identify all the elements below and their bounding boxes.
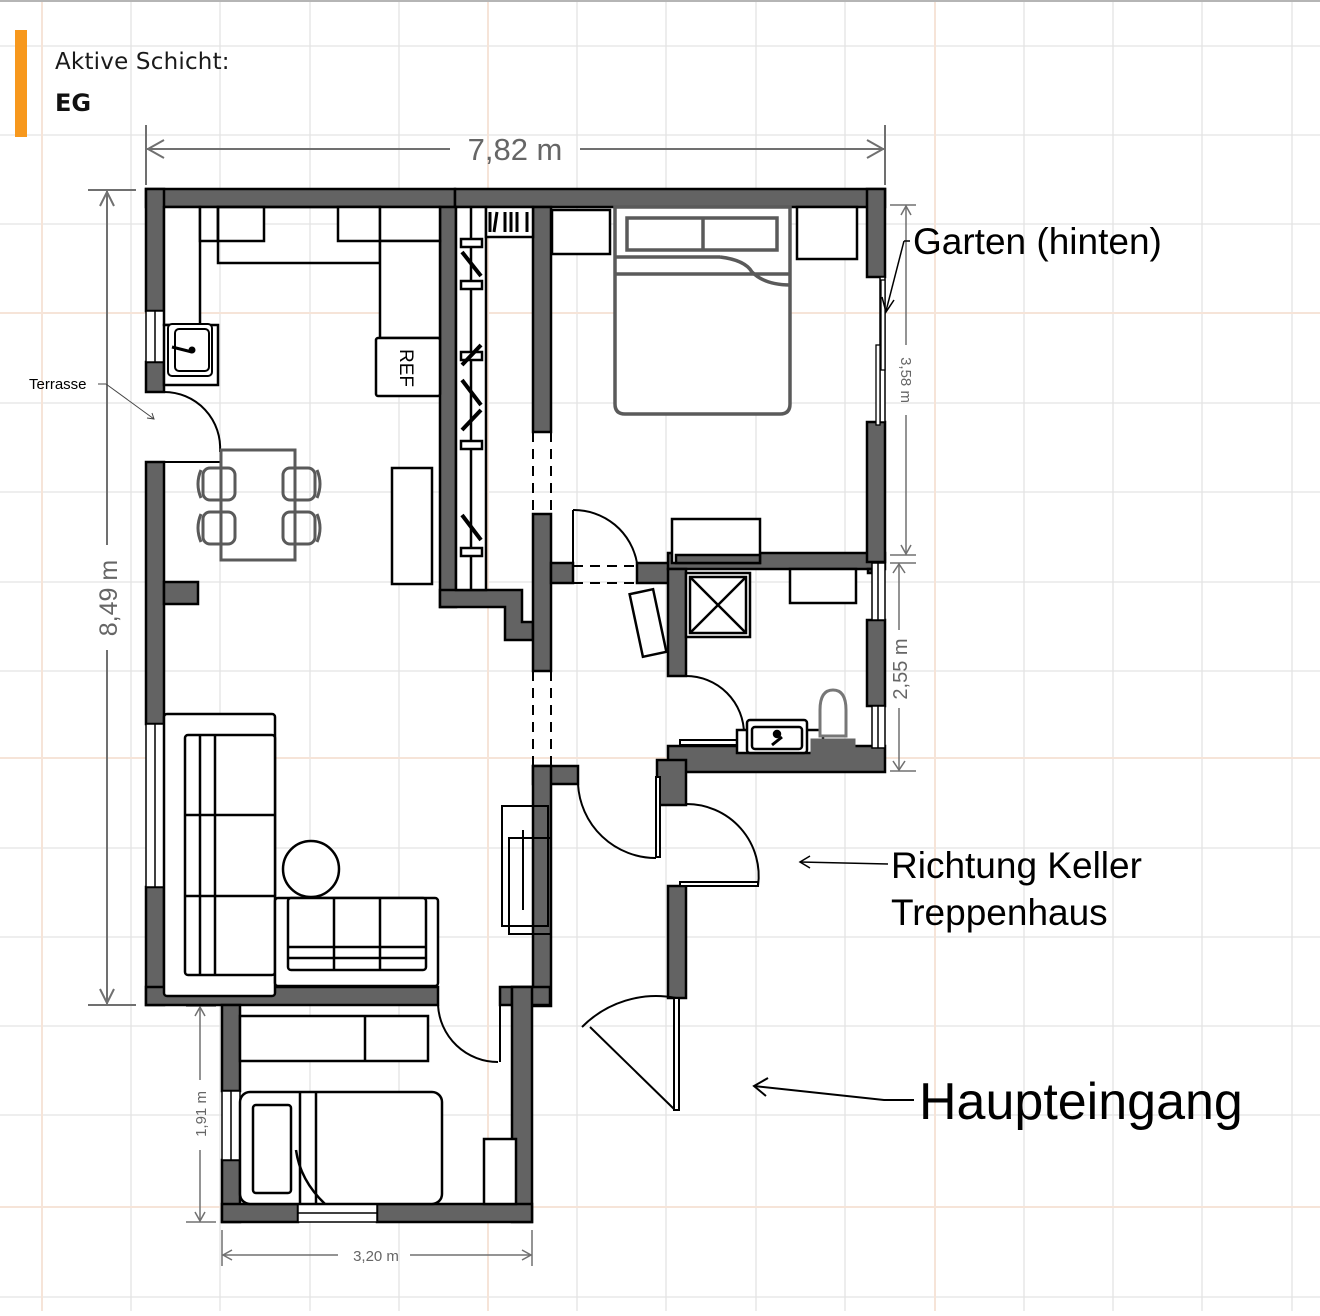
dimension-bathroom-height <box>890 562 916 772</box>
dimension-small-room-height-label: 1,91 m <box>193 1091 210 1137</box>
dimension-total-width <box>145 125 886 185</box>
bath-sink <box>735 718 825 755</box>
terrace-label: Terrasse <box>29 376 87 393</box>
sideboard <box>390 466 434 586</box>
passage-openings <box>532 432 637 766</box>
dimension-small-room-width-label: 3,20 m <box>353 1248 399 1265</box>
cellar-label-line2: Treppenhaus <box>891 892 1108 933</box>
terrace-annotation: Terrasse <box>29 376 155 420</box>
fridge-label: REF <box>395 349 416 387</box>
wardrobe <box>454 205 535 592</box>
garden-sliding-door[interactable] <box>875 279 886 426</box>
top-border <box>0 0 1320 2</box>
dimension-small-room-width <box>221 1230 533 1266</box>
dining-table <box>196 448 322 562</box>
dimension-bedroom-height <box>890 204 916 556</box>
active-layer-value[interactable]: EG <box>55 89 92 117</box>
bath-cabinet <box>788 567 858 605</box>
doors[interactable] <box>163 390 760 1111</box>
dimension-total-height-label: 8,49 m <box>95 560 123 636</box>
cellar-label-line1: Richtung Keller <box>891 845 1142 886</box>
active-layer-label: Aktive Schicht: <box>55 49 230 75</box>
main-entrance-label: Haupteingang <box>919 1073 1243 1131</box>
dimension-total-height <box>88 189 136 1006</box>
shower <box>684 571 752 639</box>
toilet <box>810 688 856 756</box>
cellar-annotation: Richtung Keller Treppenhaus <box>798 845 1142 933</box>
tv-unit <box>501 805 552 935</box>
side-table <box>281 839 341 899</box>
dimension-bedroom-height-label: 3,58 m <box>897 357 914 403</box>
double-bed <box>613 205 792 416</box>
small-room-furniture <box>238 1014 518 1206</box>
main-entrance-annotation: Haupteingang <box>752 1073 1243 1131</box>
hallway-bench <box>628 587 668 659</box>
bedroom-furniture <box>550 205 859 565</box>
dimension-total-width-label: 7,82 m <box>468 132 563 167</box>
windows <box>145 276 886 1223</box>
garden-label: Garten (hinten) <box>913 221 1162 262</box>
layer-indicator-bar <box>15 30 27 137</box>
garden-annotation: Garten (hinten) <box>881 221 1162 314</box>
fridge: REF <box>374 336 442 398</box>
dimension-small-room-height <box>186 1005 216 1223</box>
corner-sofa <box>162 712 440 998</box>
dimension-bathroom-height-label: 2,55 m <box>890 638 912 699</box>
kitchen-sink <box>167 323 213 377</box>
hangers <box>488 211 529 233</box>
